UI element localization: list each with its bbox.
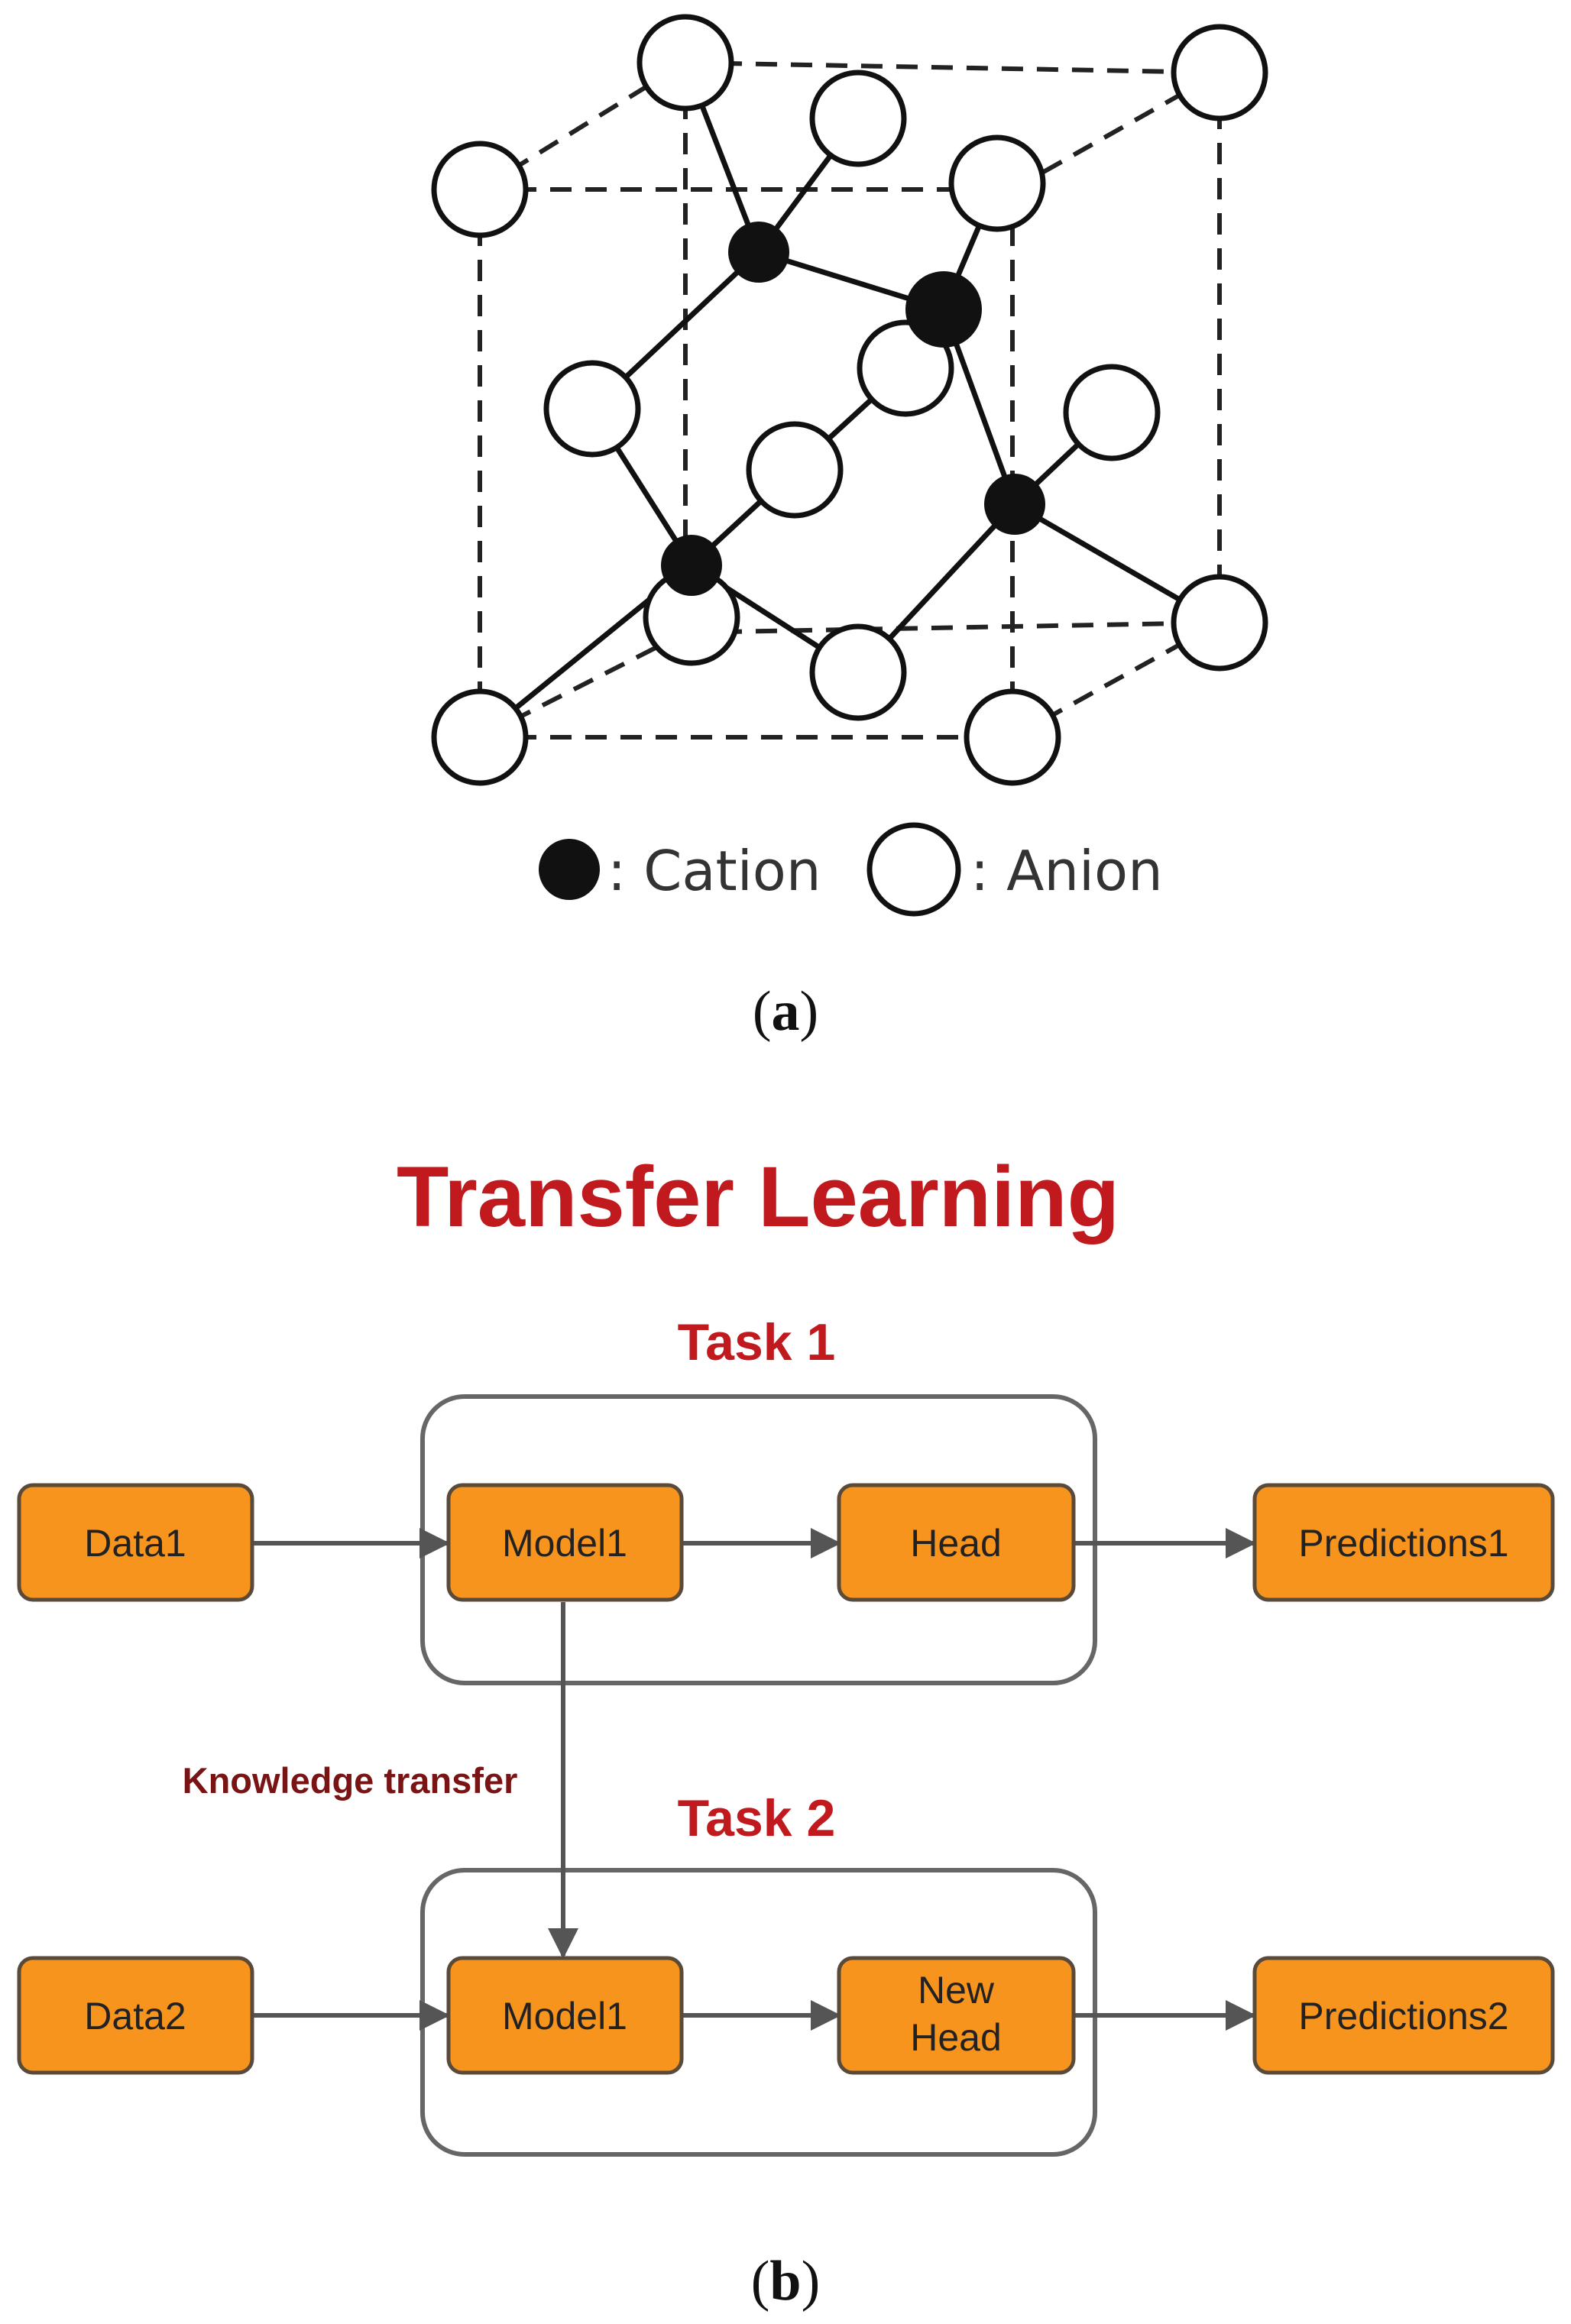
new-head-label-line2: Head bbox=[910, 2016, 1002, 2059]
diagram-title: Transfer Learning bbox=[397, 1149, 1119, 1245]
anion-atom bbox=[809, 70, 907, 167]
anion-atom bbox=[948, 134, 1046, 232]
data1-box bbox=[17, 1483, 254, 1602]
model1-box-task2 bbox=[446, 1956, 684, 2075]
anion-atom bbox=[1063, 364, 1161, 461]
predictions1-box bbox=[1252, 1483, 1555, 1602]
anion-atom bbox=[746, 421, 844, 519]
predictions2-label: Predictions2 bbox=[1298, 1995, 1508, 2038]
panel-b-transfer-learning: Transfer Learning Task 1 Task 2 Knowledg… bbox=[17, 1149, 1555, 2313]
cation-atom bbox=[661, 535, 722, 596]
anion-atom bbox=[543, 360, 641, 458]
panel-a-crystal-structure: : Cation : Anion (a) bbox=[431, 14, 1268, 1043]
predictions2-box bbox=[1252, 1956, 1555, 2075]
anion-atom bbox=[964, 688, 1061, 786]
anion-atom bbox=[431, 688, 529, 786]
panel-b-label: (b) bbox=[751, 2250, 820, 2313]
task1-label: Task 1 bbox=[678, 1313, 836, 1371]
anion-atom bbox=[636, 14, 734, 112]
model1-box-task1 bbox=[446, 1483, 684, 1602]
cation-atom bbox=[728, 222, 789, 283]
anion-atom bbox=[857, 319, 954, 417]
model1-label-task1: Model1 bbox=[502, 1522, 627, 1565]
head-label: Head bbox=[910, 1522, 1002, 1565]
task2-label: Task 2 bbox=[678, 1789, 836, 1847]
predictions1-label: Predictions1 bbox=[1298, 1522, 1508, 1565]
row2-boxes bbox=[17, 1956, 1555, 2075]
cation-legend-marker bbox=[539, 839, 600, 900]
cation-atom bbox=[984, 474, 1045, 535]
anion-atoms bbox=[431, 14, 1268, 786]
data2-label: Data2 bbox=[84, 1995, 186, 2038]
anion-atom bbox=[1171, 574, 1268, 672]
cation-atoms bbox=[661, 222, 1045, 596]
atom-legend: : Cation : Anion bbox=[539, 822, 1163, 917]
cation-legend-label: : Cation bbox=[607, 839, 821, 903]
flow-arrows bbox=[252, 1528, 1256, 2031]
head-box bbox=[837, 1483, 1076, 1602]
new-head-box bbox=[837, 1956, 1076, 2075]
data1-label: Data1 bbox=[84, 1522, 186, 1565]
anion-legend-marker bbox=[866, 822, 961, 917]
panel-a-label: (a) bbox=[753, 980, 818, 1043]
anion-atom bbox=[809, 623, 907, 721]
row1-boxes bbox=[17, 1483, 1555, 1602]
cation-atom bbox=[905, 271, 982, 348]
data2-box bbox=[17, 1956, 254, 2075]
anion-atom bbox=[1171, 24, 1268, 121]
model1-label-task2: Model1 bbox=[502, 1995, 627, 2038]
new-head-label-line1: New bbox=[918, 1969, 995, 2012]
anion-legend-label: : Anion bbox=[970, 839, 1163, 903]
knowledge-transfer-label: Knowledge transfer bbox=[183, 1760, 518, 1801]
anion-atom bbox=[431, 141, 529, 238]
